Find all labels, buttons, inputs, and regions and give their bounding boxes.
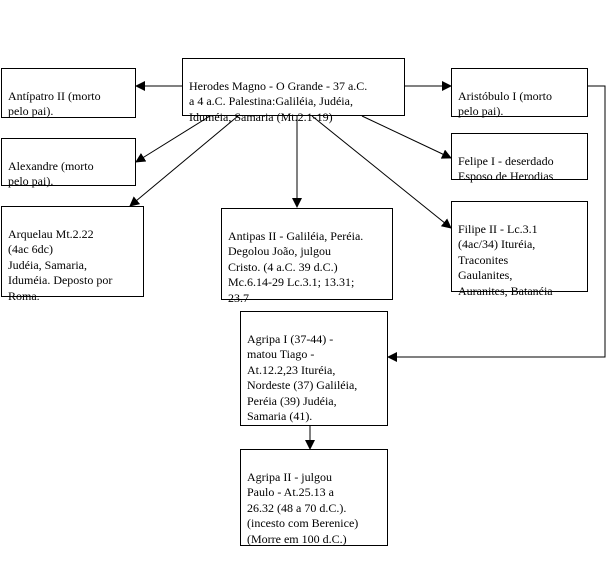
node-herodes-text: Herodes Magno - O Grande - 37 a.C. a 4 a…	[189, 78, 368, 124]
node-alexandre-text: Alexandre (morto pelo pai).	[8, 158, 94, 189]
node-felipe-text: Felipe I - deserdado Esposo de Herodias	[458, 153, 554, 184]
arrow-herodes-to-filipe	[311, 115, 452, 229]
node-filipe-text: Filipe II - Lc.3.1 (4ac/34) Ituréia, Tra…	[458, 221, 553, 298]
node-antipas: Antipas II - Galiléia, Peréia. Degolou J…	[221, 208, 393, 305]
node-agripa1: Agripa I (37-44) - matou Tiago - At.12.2…	[240, 311, 388, 426]
arrow-herodes-to-arquelau	[129, 115, 239, 207]
arrow-aristobulo-to-agripa1	[387, 85, 606, 362]
arrow-herodes-to-alexandre	[135, 115, 211, 163]
node-antipatro-text: Antípatro II (morto pelo pai).	[8, 88, 101, 119]
node-agripa2-text: Agripa II - julgou Paulo - At.25.13 a 26…	[247, 469, 359, 546]
node-antipas-text: Antipas II - Galiléia, Peréia. Degolou J…	[228, 228, 364, 305]
node-arquelau-text: Arquelau Mt.2.22 (4ac 6dc) Judéia, Samar…	[8, 226, 113, 303]
node-aristobulo: Aristóbulo I (morto pelo pai).	[451, 68, 588, 119]
node-felipe: Felipe I - deserdado Esposo de Herodias	[451, 133, 588, 183]
node-aristobulo-text: Aristóbulo I (morto pelo pai).	[458, 88, 552, 119]
node-filipe: Filipe II - Lc.3.1 (4ac/34) Ituréia, Tra…	[451, 201, 588, 298]
node-antipatro: Antípatro II (morto pelo pai).	[1, 68, 136, 118]
node-arquelau: Arquelau Mt.2.22 (4ac 6dc) Judéia, Samar…	[1, 206, 144, 303]
node-agripa1-text: Agripa I (37-44) - matou Tiago - At.12.2…	[247, 331, 358, 424]
arrow-herodes-to-felipe	[361, 115, 452, 159]
node-herodes: Herodes Magno - O Grande - 37 a.C. a 4 a…	[182, 58, 405, 124]
node-agripa2: Agripa II - julgou Paulo - At.25.13 a 26…	[240, 449, 388, 546]
node-alexandre: Alexandre (morto pelo pai).	[1, 138, 136, 188]
